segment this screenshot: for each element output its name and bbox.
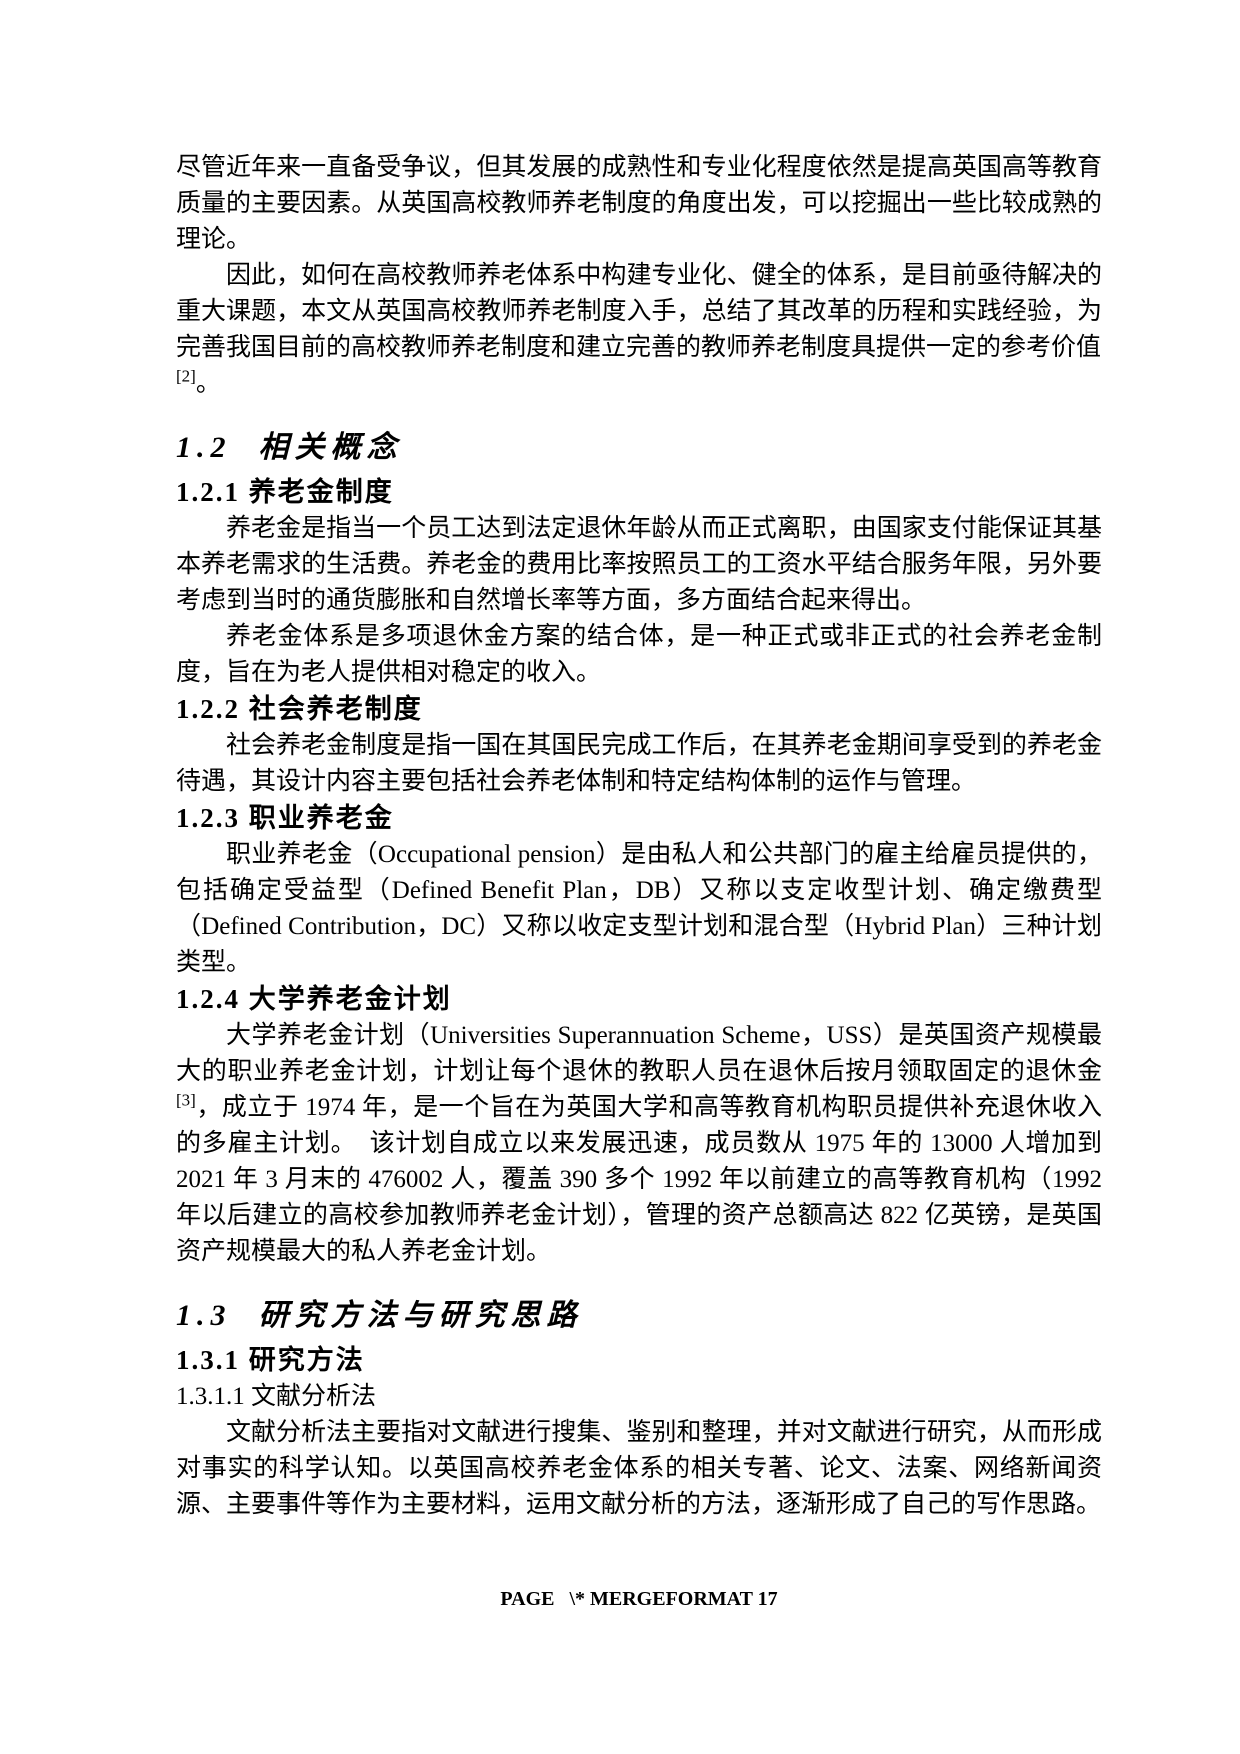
paragraph-social-pension: 社会养老金制度是指一国在其国民完成工作后，在其养老金期间享受到的养老金待遇，其设… — [176, 732, 1102, 795]
page-content: 尽管近年来一直备受争议，但其发展的成熟性和专业化程度依然是提高英国高等教育质量的… — [176, 150, 1102, 1523]
heading-subsection-1-2-4: 1.2.4 大学养老金计划 — [176, 984, 452, 1014]
citation-ref-2: [2] — [176, 366, 196, 386]
heading-subsection-1-2-2: 1.2.2 社会养老制度 — [176, 694, 423, 724]
citation-ref-3: [3] — [176, 1090, 196, 1110]
heading-section-1-3: 1.3 研究方法与研究思路 — [176, 1299, 583, 1332]
heading-subsection-1-2-3: 1.2.3 职业养老金 — [176, 803, 394, 833]
paragraph-uss: 大学养老金计划（Universities Superannuation Sche… — [176, 1018, 1102, 1270]
paragraph-pension-definition: 养老金是指当一个员工达到法定退休年龄从而正式离职，由国家支付能保证其基本养老需求… — [176, 515, 1102, 614]
heading-subsection-1-3-1: 1.3.1 研究方法 — [176, 1345, 365, 1375]
heading-subsubsection-1-3-1-1: 1.3.1.1 文献分析法 — [176, 1383, 377, 1410]
paragraph-research-significance: 因此，如何在高校教师养老体系中构建专业化、健全的体系，是目前亟待解决的重大课题，… — [176, 262, 1102, 361]
page-number-field: PAGE \* MERGEFORMAT 17 — [500, 1588, 778, 1610]
paragraph-occupational-pension: 职业养老金（Occupational pension）是由私人和公共部门的雇主给… — [176, 841, 1102, 976]
heading-subsection-1-2-1: 1.2.1 养老金制度 — [176, 477, 394, 507]
citation-line-period: 。 — [195, 370, 221, 397]
paragraph-pension-system: 养老金体系是多项退休金方案的结合体，是一种正式或非正式的社会养老金制度，旨在为老… — [176, 623, 1102, 686]
citation-line: [2]。 — [176, 366, 1102, 402]
heading-section-1-2: 1.2 相关概念 — [176, 431, 403, 464]
paragraph-literature-analysis: 文献分析法主要指对文献进行搜集、鉴别和整理，并对文献进行研究，从而形成对事实的科… — [176, 1419, 1102, 1518]
paragraph-intro-continuation: 尽管近年来一直备受争议，但其发展的成熟性和专业化程度依然是提高英国高等教育质量的… — [176, 154, 1102, 253]
uss-text-after-citation: ，成立于 1974 年，是一个旨在为英国大学和高等教育机构职员提供补充退休收入的… — [176, 1094, 1102, 1265]
uss-text-before-citation: 大学养老金计划（Universities Superannuation Sche… — [176, 1022, 1102, 1085]
